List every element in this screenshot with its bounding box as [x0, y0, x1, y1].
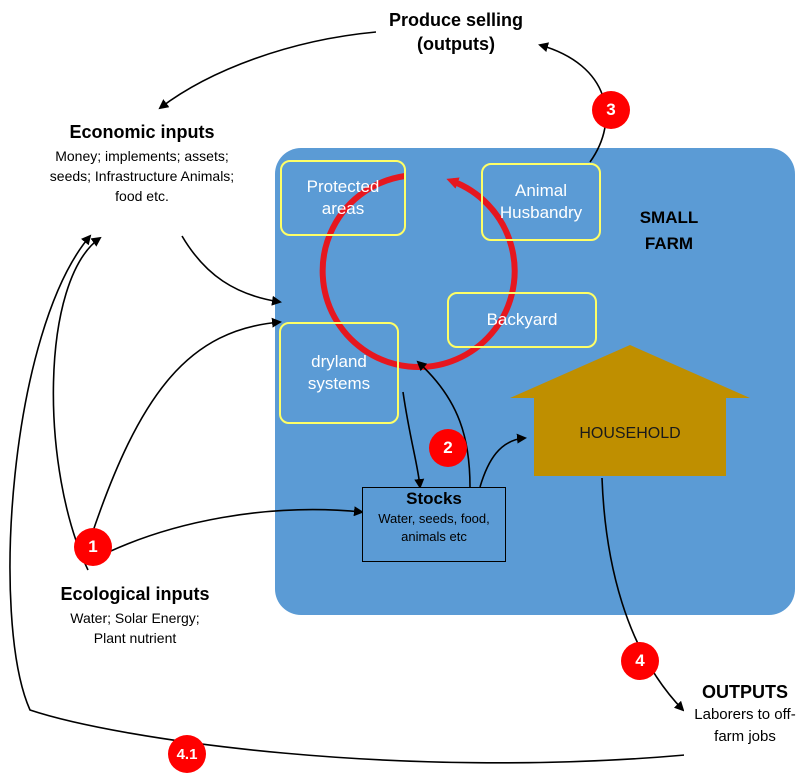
step-badge-4-1: 4.1: [168, 735, 206, 773]
outputs-box: OUTPUTS Laborers to off-farm jobs: [684, 676, 806, 758]
economic-title: Economic inputs: [69, 122, 215, 142]
arrow-economic-to-farm: [181, 235, 282, 306]
zone-animal-label: Animal Husbandry: [499, 181, 583, 222]
step-badge-2: 2: [429, 429, 467, 467]
zone-animal-husbandry: Animal Husbandry: [481, 163, 601, 241]
farm-cycle-ring: [319, 173, 518, 371]
arrow-outputs-to-economic: [9, 234, 686, 764]
arrow-dryland-to-stocks: [402, 391, 425, 489]
zone-dryland-systems: dryland systems: [279, 322, 399, 424]
outputs-title: OUTPUTS: [701, 682, 788, 702]
arrow-household-to-outputs: [601, 477, 685, 712]
ecological-body: Water; Solar Energy; Plant nutrient: [70, 610, 200, 646]
outputs-body: Laborers to off-farm jobs: [694, 706, 796, 745]
stocks-box: Stocks Water, seeds, food, animals etc: [362, 487, 506, 562]
arrow-stocks-to-dryland: [416, 360, 471, 488]
produce-subtitle: (outputs): [417, 34, 495, 54]
zone-protected-areas: Protected areas: [280, 160, 406, 236]
arrow-ecological-to-dryland: [89, 317, 282, 541]
ecological-title: Ecological inputs: [60, 584, 210, 604]
household-label: HOUSEHOLD: [579, 425, 681, 442]
zone-dryland-label: dryland systems: [307, 352, 371, 393]
step-badge-4: 4: [621, 642, 659, 680]
economic-inputs-box: Economic inputs Money; implements; asset…: [26, 114, 258, 234]
arrow-stocks-to-household: [479, 433, 527, 488]
household-shape: [510, 345, 750, 476]
ecological-inputs-box: Ecological inputs Water; Solar Energy; P…: [30, 578, 240, 652]
stocks-title: Stocks: [406, 489, 462, 508]
small-farm-title: SMALL FARM: [639, 208, 699, 253]
zone-protected-label: Protected areas: [306, 177, 380, 218]
arrow-produce-to-economic: [158, 31, 377, 110]
economic-body: Money; implements; assets; seeds; Infras…: [49, 148, 235, 204]
produce-title: Produce selling: [388, 10, 524, 30]
arrow-ecological-to-economic: [52, 236, 102, 571]
zone-backyard-label: Backyard: [486, 310, 558, 329]
stocks-body: Water, seeds, food, animals etc: [378, 511, 490, 544]
step-badge-1: 1: [74, 528, 112, 566]
produce-selling-box: Produce selling (outputs): [376, 2, 536, 64]
arrow-ecological-to-stocks: [91, 506, 364, 561]
zone-backyard: Backyard: [447, 292, 597, 348]
step-badge-3: 3: [592, 91, 630, 129]
